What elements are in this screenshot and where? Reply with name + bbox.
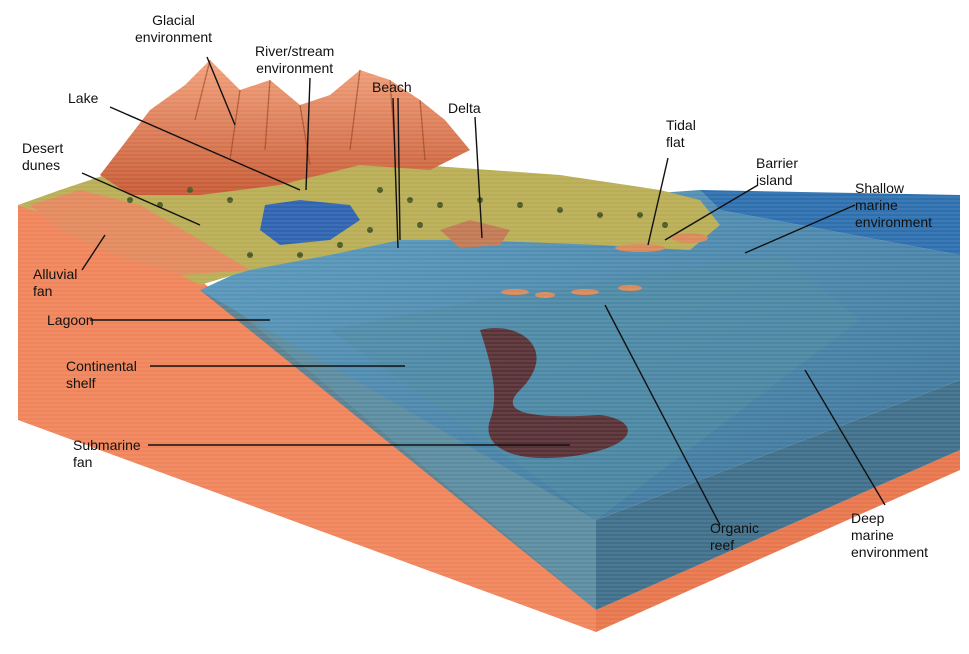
label-lagoon: Lagoon [47,312,94,329]
label-lake: Lake [68,90,98,107]
label-delta: Delta [448,100,481,117]
label-beach: Beach [372,79,412,96]
